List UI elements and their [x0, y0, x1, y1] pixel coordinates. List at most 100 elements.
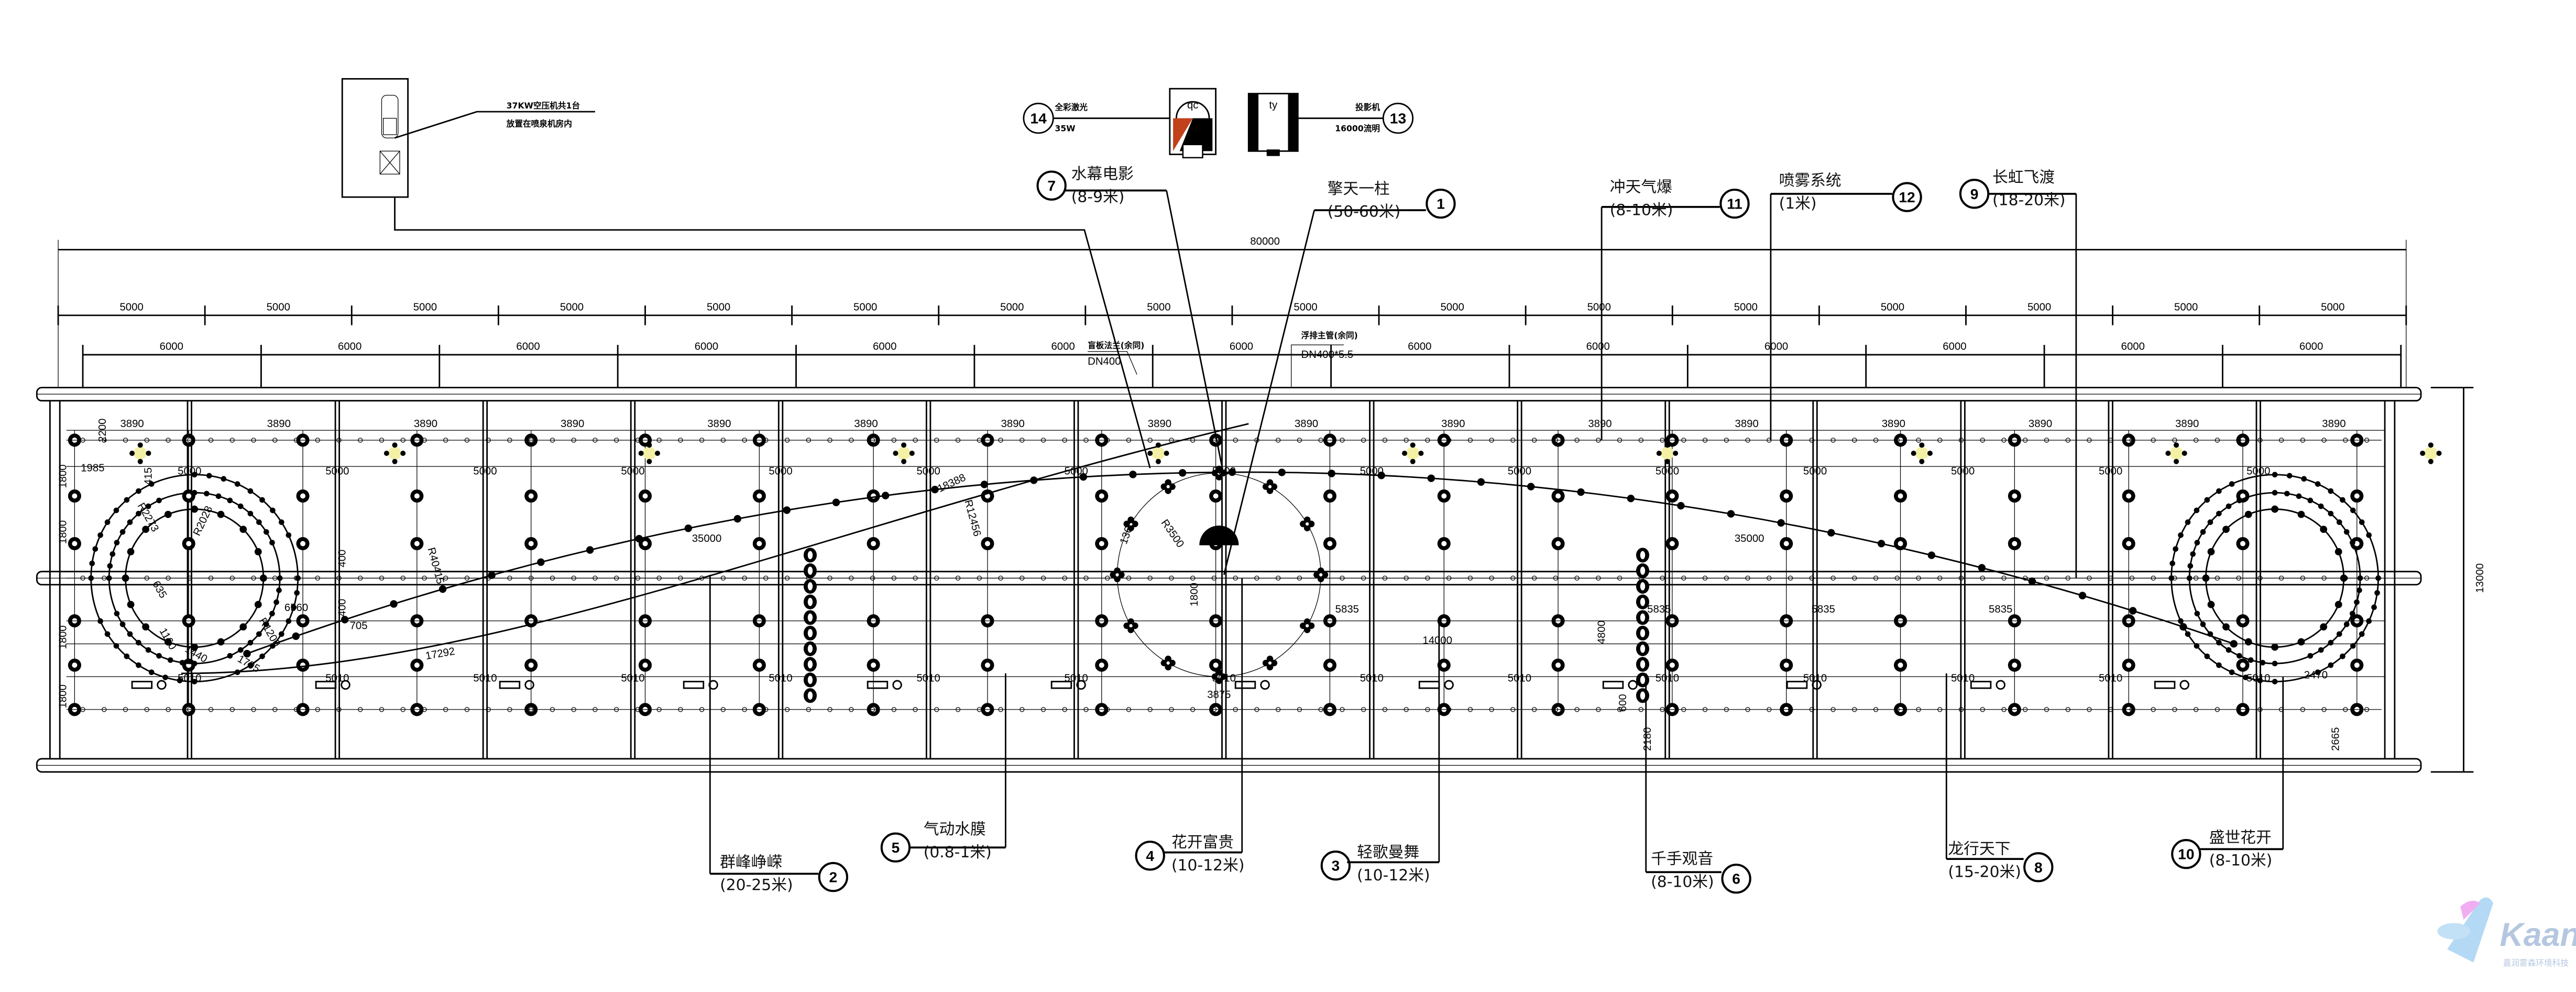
- dimension-label: 5000: [1508, 466, 1531, 477]
- callout-number-circle: [2023, 852, 2054, 882]
- callout-number-circle: [1721, 864, 1751, 894]
- dimension-label: 5010: [2099, 673, 2122, 684]
- dimension-label: 5010: [1803, 673, 1827, 684]
- dimension-label: 2200: [97, 418, 108, 442]
- dimension-label: 3890: [1148, 418, 1171, 430]
- compressor-room: 37KW空压机共1台 放置在喷泉机房内: [341, 78, 1151, 468]
- feature-height: (50-60米): [1328, 203, 1400, 221]
- svg-text:浮排主管(余同): 浮排主管(余同): [1301, 331, 1358, 341]
- dimension-label: 6000: [1943, 341, 1966, 353]
- arch-jet-line: [246, 471, 2234, 655]
- dimension-label: 80000: [1250, 236, 1280, 247]
- dimension-label: 3890: [1295, 418, 1318, 430]
- dimension-label: 5000: [916, 466, 940, 477]
- dimension-label: 5010: [621, 673, 644, 684]
- dimension-label: 1800: [58, 464, 69, 488]
- pump-icon: [1418, 681, 1440, 689]
- callout-number: 4: [1146, 847, 1154, 864]
- dimension-label: 6000: [338, 341, 361, 353]
- callout-number: 8: [2034, 859, 2043, 876]
- pump-icon: [1786, 681, 1808, 689]
- feature-name: 盛世花开: [2209, 829, 2272, 847]
- light-nozzle-icon: [1660, 446, 1674, 460]
- pump-icon: [2154, 681, 2176, 689]
- dimension-label: 1800: [58, 520, 69, 544]
- dimension-label: 5010: [473, 673, 497, 684]
- dimension-label: 5000: [1734, 301, 1758, 313]
- dimension-label: 1160: [157, 626, 178, 652]
- dimension-label: 1365: [1118, 519, 1137, 546]
- dimension-label: 5000: [1587, 301, 1611, 313]
- feature-name: 水幕电影: [1071, 165, 1134, 183]
- dimension-label: 6000: [516, 341, 540, 353]
- feature-name: 花开富贵: [1171, 833, 1234, 852]
- column-nozzle-stack: [803, 548, 817, 703]
- leader-line: [1166, 190, 1225, 477]
- feature-height: (18-20米): [1992, 191, 2065, 210]
- pump-icon: [315, 681, 337, 689]
- air-pipe: [394, 197, 1151, 468]
- projector-brightness: 16000流明: [1335, 124, 1380, 134]
- feature-name: 擎天一柱: [1328, 180, 1390, 198]
- dimension-label: 5000: [2027, 301, 2051, 313]
- dimension-label: 705: [350, 620, 368, 631]
- dimension-label: 3890: [1441, 418, 1465, 430]
- dimension-label: 5010: [1065, 673, 1088, 684]
- callout-number-circle: [818, 862, 849, 892]
- dimension-label: 2665: [2330, 727, 2341, 751]
- dimension-label: 6000: [2121, 341, 2145, 353]
- dimension-label: 5000: [707, 301, 730, 313]
- dimension-label: 5000: [1360, 466, 1384, 477]
- feature-height: (10-12米): [1171, 856, 1244, 875]
- callout-number: 2: [829, 869, 838, 886]
- light-nozzle-icon: [897, 446, 911, 460]
- feature-height: (8-10米): [2209, 852, 2273, 870]
- dimension-label: 5000: [325, 466, 349, 477]
- watermark-logo: Kaanu 嘉润雾森环境科技: [2437, 897, 2576, 968]
- dimension-label: 5000: [473, 466, 497, 477]
- dimension-label: 5010: [1212, 673, 1236, 684]
- projector-name: 投影机: [1355, 102, 1380, 112]
- light-nozzle-icon: [2424, 446, 2438, 460]
- laser-equipment: 14 全彩激光 35W qc: [1023, 88, 1217, 159]
- callout-number: 5: [892, 839, 900, 856]
- dimension-label: 5010: [769, 673, 792, 684]
- dimension-label: 415: [143, 467, 155, 485]
- dimension-label: 35000: [692, 533, 722, 544]
- feature-name: 长虹飞渡: [1992, 168, 2055, 187]
- dimension-label: 5000: [1951, 466, 1975, 477]
- dimension-label: 5835: [1647, 604, 1671, 615]
- pump-icon: [867, 681, 889, 689]
- dimension-label: 3890: [1735, 418, 1759, 430]
- dimension-label: 14000: [1422, 635, 1452, 647]
- callout-number-circle: [1426, 188, 1456, 219]
- callout-number: 7: [1047, 177, 1056, 194]
- feature-height: (20-25米): [720, 876, 793, 895]
- dimension-label: 400: [337, 599, 348, 617]
- laser-power: 35W: [1055, 124, 1075, 134]
- dimension-label: 1800: [58, 625, 69, 649]
- float-grid: [36, 239, 2474, 773]
- pump-icon: [499, 681, 521, 689]
- dimension-label: 5000: [2099, 466, 2122, 477]
- callout-number-circle: [1719, 188, 1750, 219]
- dimension-label: 5000: [1147, 301, 1170, 313]
- dimension-label: 1800: [58, 684, 69, 708]
- svg-text:DN400*5.5: DN400*5.5: [1301, 349, 1354, 361]
- dimension-label: 5000: [1881, 301, 1904, 313]
- pump-icon: [1050, 681, 1072, 689]
- dimension-label: 5000: [267, 301, 290, 313]
- central-jet-icon: [1199, 525, 1239, 546]
- dimension-label: 5010: [1360, 673, 1384, 684]
- light-nozzle-icon: [1406, 446, 1420, 460]
- dimension-label: 3890: [2322, 418, 2345, 430]
- dimension-label: 13000: [2474, 563, 2486, 593]
- dimension-label: 3890: [2175, 418, 2199, 430]
- dimension-label: 5000: [120, 301, 144, 313]
- dimension-label: 5000: [2246, 466, 2270, 477]
